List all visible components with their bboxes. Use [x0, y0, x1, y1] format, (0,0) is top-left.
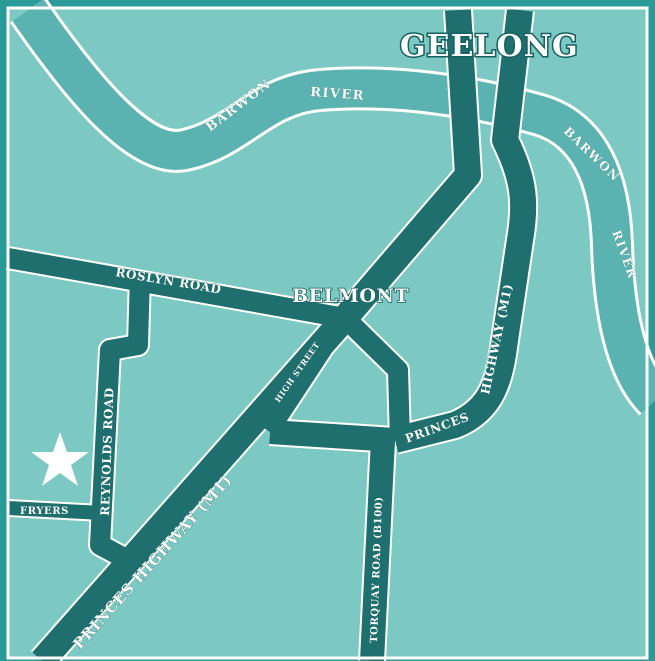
label-reynolds-road: REYNOLDS ROAD: [98, 387, 116, 516]
label-barwon-upper-2: RIVER: [310, 85, 366, 104]
label-fryers: FRYERS: [20, 506, 69, 517]
road-fryers: [7, 501, 103, 520]
map-frame: [6, 6, 649, 660]
road-reynolds: [90, 274, 150, 569]
road-torquay: [360, 439, 395, 661]
star-icon[interactable]: [31, 432, 89, 486]
road-princes-highway-branch: [391, 8, 537, 453]
road-high-street: [263, 313, 352, 437]
label-belmont: BELMONT: [292, 285, 409, 307]
road-princes-highway-main: [32, 9, 481, 661]
road-belmont-link: [337, 310, 410, 441]
road-roslyn: [6, 248, 347, 328]
road-cross-connector: [269, 420, 396, 452]
label-geelong: GEELONG: [400, 29, 579, 64]
barwon-river-upper-fill: [12, 0, 655, 414]
roads: [6, 8, 537, 661]
label-torquay-road: TORQUAY ROAD (B100): [369, 496, 385, 643]
